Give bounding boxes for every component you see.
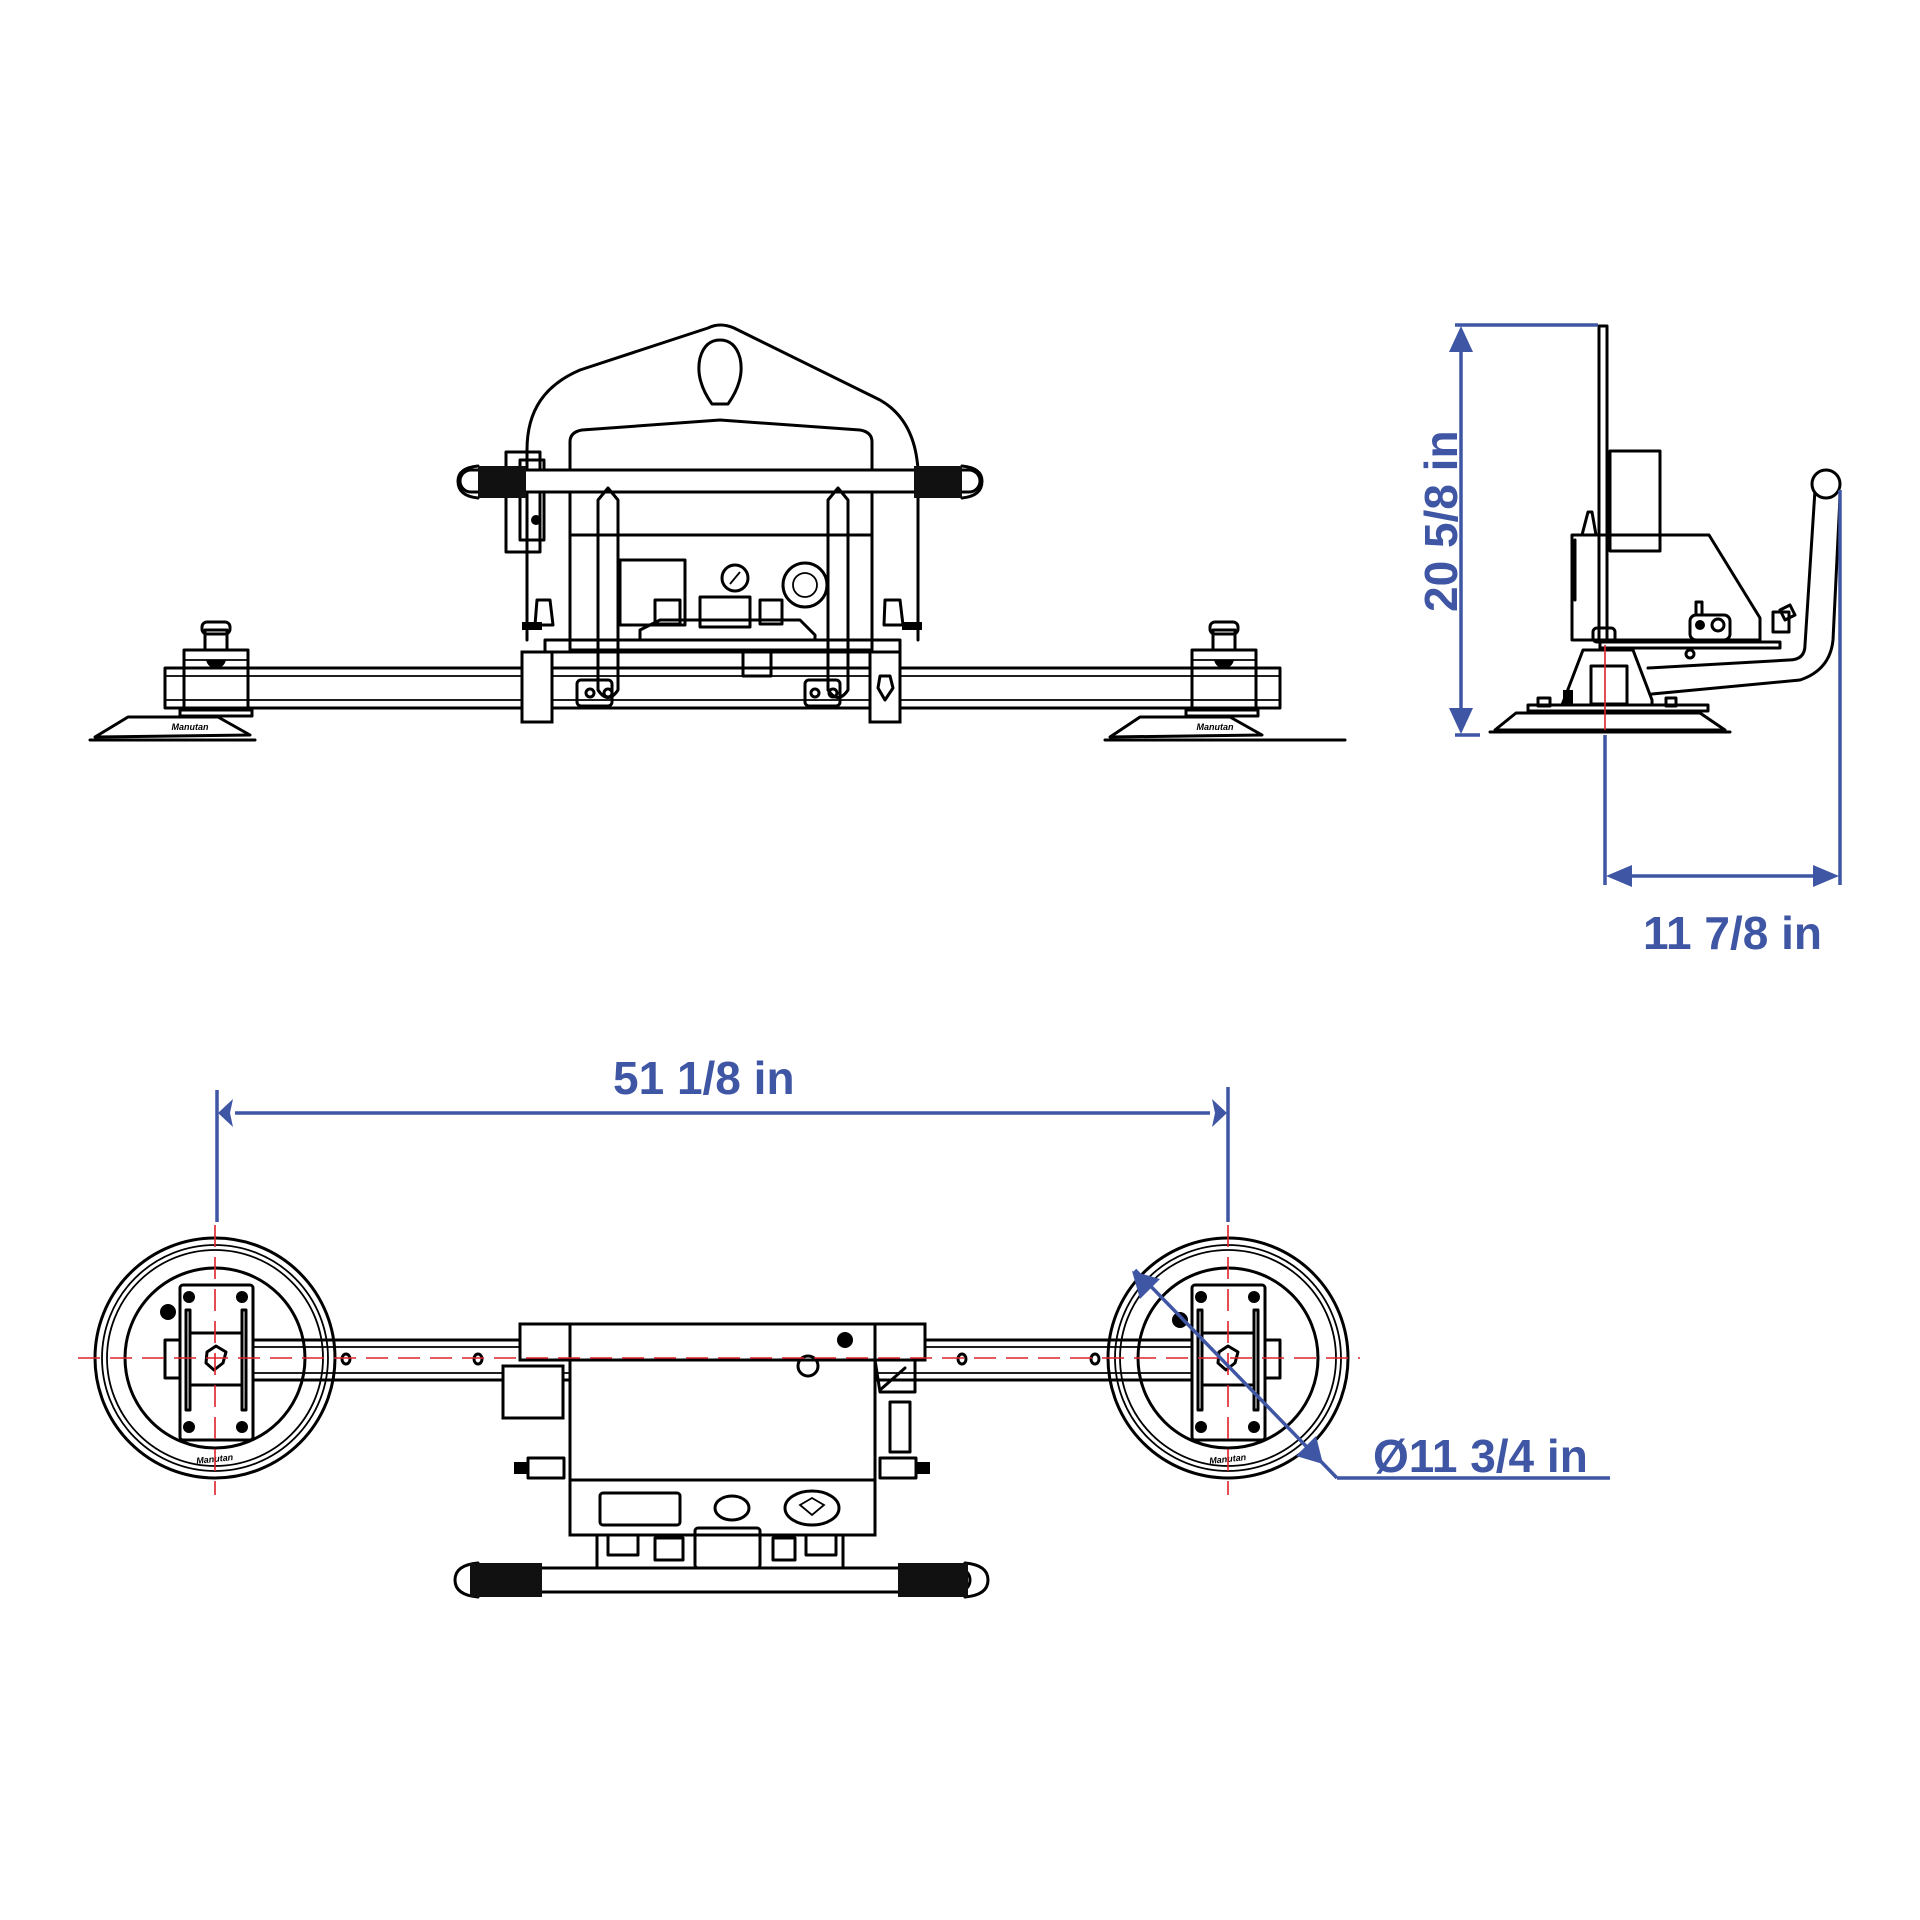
top-view: Manutan Manutan [78, 1225, 1360, 1599]
pad-brand-left: Manutan [172, 722, 210, 732]
dimension-pad-diameter [1132, 1268, 1610, 1480]
grip-bottom-left-icon[interactable] [453, 1561, 542, 1599]
dimension-depth [1603, 490, 1842, 887]
pad-brand-right: Manutan [1197, 722, 1235, 732]
depth-dimension-label: 11 7/8 in [1643, 907, 1823, 959]
dimension-pad-spacing [215, 1087, 1230, 1222]
front-pad-left: Manutan [88, 620, 257, 742]
grip-right-icon[interactable] [914, 464, 984, 500]
grip-left-icon[interactable] [456, 464, 526, 500]
height-dimension-label: 20 5/8 in [1415, 430, 1467, 612]
grip-bottom-right-icon[interactable] [898, 1561, 990, 1599]
dimension-height [1449, 323, 1598, 737]
front-pad-right: Manutan [1103, 620, 1347, 742]
pad-spacing-dimension-label: 51 1/8 in [613, 1052, 795, 1104]
front-view: Manutan Manutan [88, 323, 1347, 742]
pad-diameter-dimension-label: Ø11 3/4 in [1373, 1430, 1588, 1482]
side-view [1488, 324, 1842, 734]
